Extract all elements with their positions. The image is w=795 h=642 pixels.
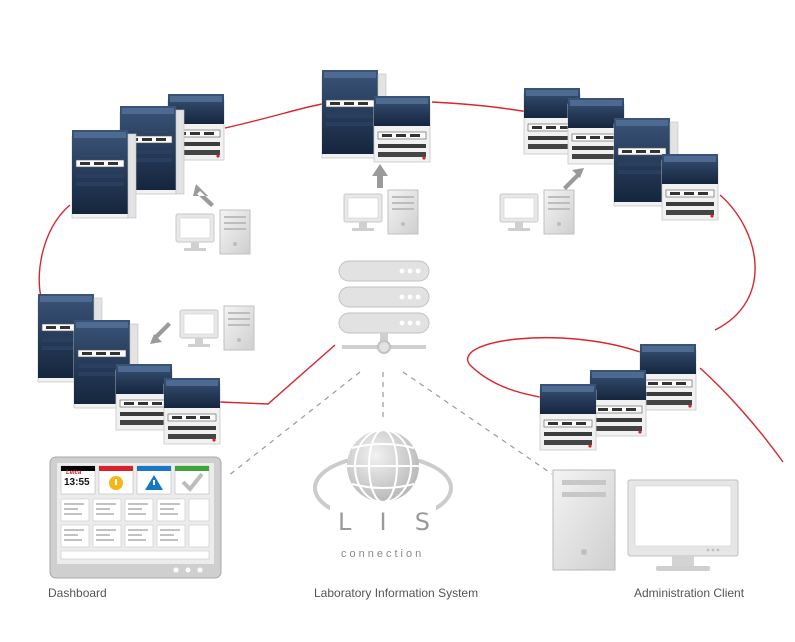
lis-logo xyxy=(313,429,453,532)
workstation-icon xyxy=(179,305,255,351)
server-stack-icon xyxy=(338,260,430,354)
arrow-icon xyxy=(372,164,388,188)
instrument-cluster-right xyxy=(539,343,697,451)
globe-icon xyxy=(347,429,419,503)
instrument-network-ring xyxy=(38,101,784,463)
lis-letters: L I S xyxy=(338,508,430,536)
dashboard-logo: Leica xyxy=(66,470,82,476)
workstation-icon xyxy=(499,189,575,235)
dashboard-tablet xyxy=(49,456,222,579)
admin-client-computer xyxy=(552,469,739,571)
arrow-icon xyxy=(563,168,584,190)
lis-sub: connection xyxy=(341,548,425,560)
dashboard-time: 13:55 xyxy=(64,477,90,488)
lis-letter: I xyxy=(379,508,387,536)
instrument-cluster-top-center xyxy=(321,69,431,163)
instrument-cluster-top-left xyxy=(71,93,225,219)
lis-letter: L xyxy=(338,508,352,536)
check-icon xyxy=(181,472,204,492)
client-connection-lines xyxy=(227,371,553,477)
lis-label: Laboratory Information System xyxy=(314,586,479,600)
workstation-icon xyxy=(175,209,251,255)
lis-letter: S xyxy=(414,508,430,536)
workstation-icon xyxy=(343,189,419,235)
dashboard-label: Dashboard xyxy=(48,586,107,600)
admin-label: Administration Client xyxy=(634,586,745,600)
arrow-icon xyxy=(150,322,171,344)
arrow-icon xyxy=(193,184,214,207)
